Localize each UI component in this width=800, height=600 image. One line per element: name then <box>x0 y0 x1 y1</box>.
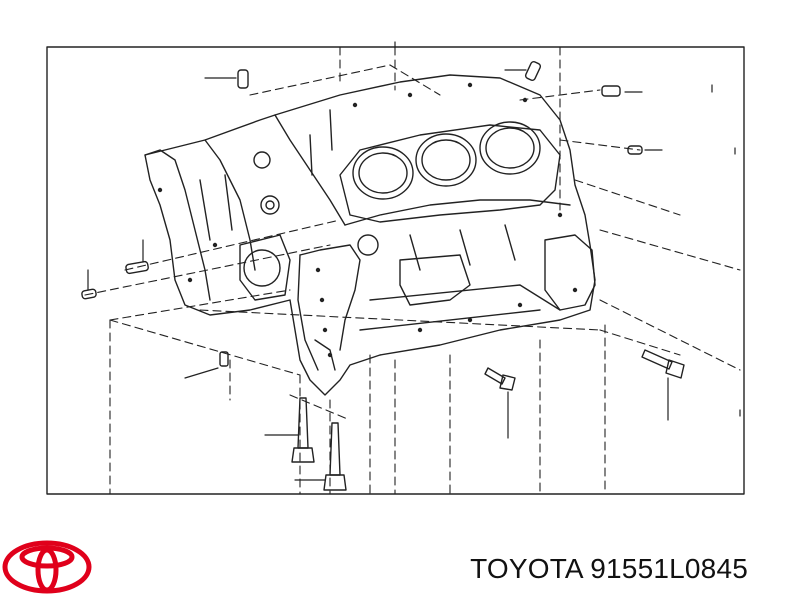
toyota-emblem-icon <box>2 540 92 594</box>
brand-name: TOYOTA <box>470 553 583 584</box>
cylinder-block <box>144 74 596 396</box>
callout-ticks <box>87 41 741 481</box>
parts-diagram <box>46 41 745 495</box>
part-number: 91551L0845 <box>590 553 748 584</box>
bolts <box>291 349 685 491</box>
part-number-label: TOYOTA 91551L0845 <box>470 553 748 585</box>
leader-lines <box>84 46 741 495</box>
